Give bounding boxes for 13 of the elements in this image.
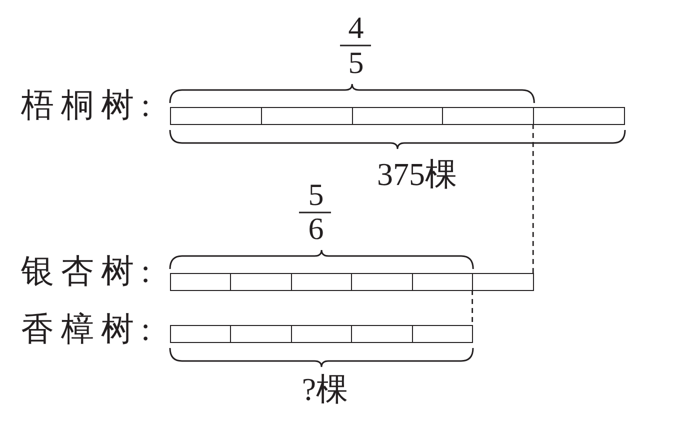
row-label: 银杏树:	[21, 256, 158, 289]
segmented-bar	[170, 273, 534, 291]
fraction-numerator: 5	[308, 181, 324, 209]
row-label: 香樟树:	[21, 314, 158, 347]
dashed-line	[532, 124, 534, 274]
segmented-bar	[170, 107, 625, 125]
fraction-denominator: 5	[348, 49, 364, 77]
segmented-bar	[170, 325, 473, 343]
row-label: 梧桐树:	[21, 90, 158, 123]
quantity-label: ?棵	[302, 373, 348, 405]
fraction-numerator: 4	[348, 14, 364, 42]
quantity-label: 375棵	[377, 158, 457, 190]
fraction-denominator: 6	[308, 214, 324, 242]
